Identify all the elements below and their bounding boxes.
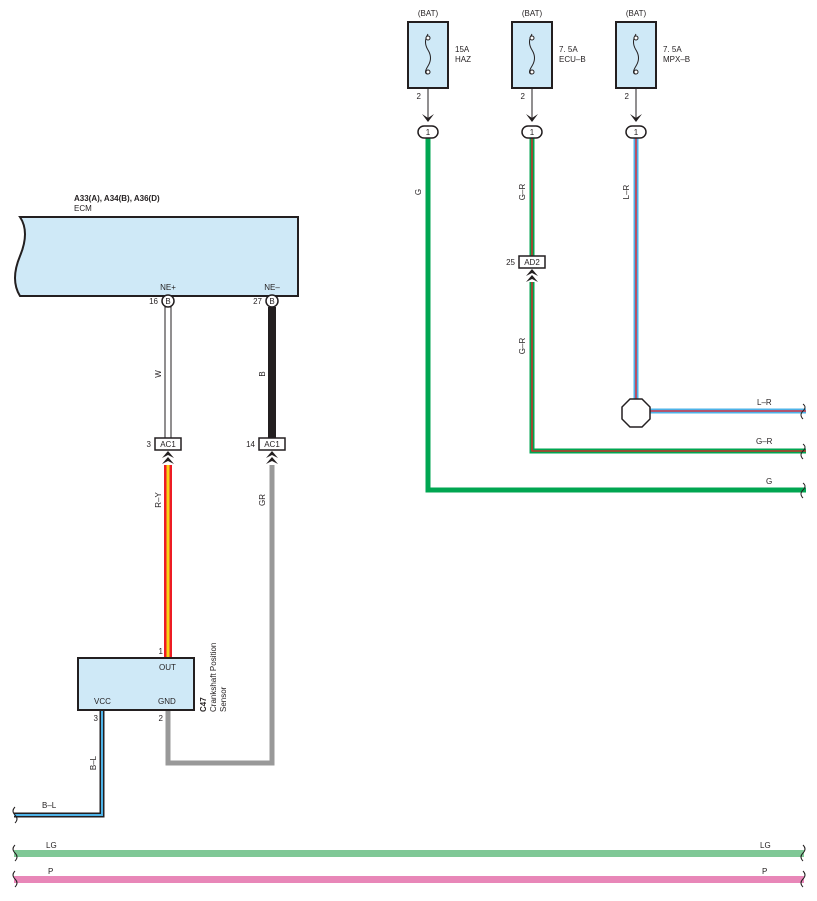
sensor-code: C47 [199, 697, 208, 712]
wire-label-g: G [414, 189, 423, 195]
wire-label-gr: GR [258, 494, 267, 506]
wire-label-g-r-lower: G–R [518, 338, 527, 355]
sensor-pin-vcc-num: 3 [94, 714, 99, 723]
junction-ac1-left: AC1 3 [147, 437, 182, 464]
wire-label-g-r-right: G–R [756, 437, 773, 446]
fuse-pin: 2 [417, 92, 422, 101]
fuse-box [615, 21, 657, 89]
fuse-box [511, 21, 553, 89]
wire-end-marks [800, 403, 806, 499]
pin-num: 16 [149, 297, 158, 306]
sensor-pin-gnd-num: 2 [159, 714, 164, 723]
ecm: A33(A), A34(B), A36(D) ECM NE+ NE– [14, 194, 299, 297]
junction-name: AC1 [264, 440, 280, 449]
wire-label-p-left: P [48, 867, 53, 876]
wire-label-w: W [154, 370, 163, 378]
wire-gr [165, 465, 275, 766]
wire-label-b-l-bottom: B–L [42, 801, 57, 810]
sensor-box [77, 657, 195, 711]
connector-num: 1 [530, 128, 535, 137]
wire-label-lg-left: LG [46, 841, 57, 850]
splice-point [621, 398, 651, 428]
ecm-pin-label: NE+ [160, 283, 176, 292]
connector-num: 1 [634, 128, 639, 137]
junction-ad2: AD2 25 [506, 255, 546, 282]
fuse-name: MPX–B [663, 55, 690, 64]
pin-conn: B [165, 297, 170, 306]
ecm-pin-label: NE– [264, 283, 280, 292]
junction-num: 14 [246, 440, 255, 449]
junction-num: 25 [506, 258, 515, 267]
wire-b [268, 307, 276, 438]
wire-label-g-r: G–R [518, 184, 527, 201]
fuse-pin: 2 [625, 92, 630, 101]
fuse-rating: 7. 5A [559, 45, 578, 54]
wire-l-r [633, 138, 806, 414]
fuse-pin: 2 [521, 92, 526, 101]
fuse-ecu-b: (BAT) 7. 5A ECU–B 2 [511, 9, 586, 120]
fuse-source-label: (BAT) [418, 9, 439, 18]
sensor-pin-out: OUT [159, 663, 176, 672]
fuse-rating: 7. 5A [663, 45, 682, 54]
bottom-wire-end-marks [12, 806, 806, 888]
wire-label-l-r-right: L–R [757, 398, 772, 407]
wire-p [14, 876, 804, 883]
wire-label-b: B [258, 371, 267, 376]
fuse-connectors: 1 1 1 [417, 125, 647, 139]
ecm-box [14, 216, 299, 297]
pin-num: 27 [253, 297, 262, 306]
fuse-connector-arrows [422, 114, 642, 122]
ecm-pin-connectors: B 16 B 27 [149, 294, 279, 308]
sensor-name-1: Crankshaft Position [209, 643, 218, 712]
sensor-name-2: Sensor [219, 686, 228, 712]
fuse-box [407, 21, 449, 89]
wire-label-l-r: L–R [622, 184, 631, 199]
crankshaft-sensor: OUT 1 VCC GND 3 2 C47 Crankshaft Positio… [77, 643, 228, 723]
wire-w [164, 306, 172, 439]
fuse-source-label: (BAT) [522, 9, 543, 18]
fuse-haz: (BAT) 15A HAZ 2 [407, 9, 471, 120]
fuse-name: HAZ [455, 55, 471, 64]
fuse-mpx-b: (BAT) 7. 5A MPX–B 2 [615, 9, 690, 120]
sensor-pin-gnd: GND [158, 697, 176, 706]
ecm-connectors: A33(A), A34(B), A36(D) [74, 194, 160, 203]
wire-label-g-right: G [766, 477, 772, 486]
wire-label-p-right: P [762, 867, 767, 876]
wire-label-r-y: R–Y [154, 492, 163, 508]
junction-num: 3 [147, 440, 152, 449]
wire-lg [14, 850, 804, 857]
sensor-pin-vcc: VCC [94, 697, 111, 706]
fuse-source-label: (BAT) [626, 9, 647, 18]
wire-g-r-lower [529, 282, 806, 454]
fuse-rating: 15A [455, 45, 470, 54]
sensor-pin-out-num: 1 [159, 647, 164, 656]
wire-g [425, 138, 806, 493]
fuse-name: ECU–B [559, 55, 586, 64]
junction-ac1-right: AC1 14 [246, 437, 286, 464]
junction-name: AC1 [160, 440, 176, 449]
pin-conn: B [269, 297, 274, 306]
junction-name: AD2 [524, 258, 540, 267]
wire-label-b-l: B–L [89, 755, 98, 770]
wire-label-lg-right: LG [760, 841, 771, 850]
ecm-name: ECM [74, 204, 92, 213]
connector-num: 1 [426, 128, 431, 137]
